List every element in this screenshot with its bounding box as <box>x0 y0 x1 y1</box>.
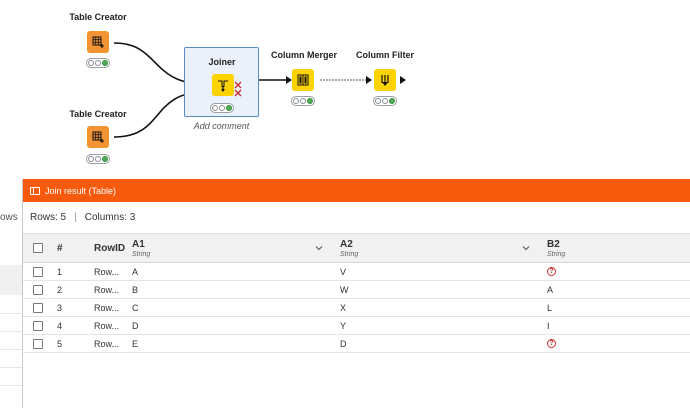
cell-rowid: Row... <box>94 302 120 313</box>
row-checkbox[interactable] <box>33 266 43 277</box>
chevron-down-icon[interactable] <box>314 243 324 253</box>
node-title-table-creator-1: Table Creator <box>69 12 127 22</box>
table-creator-icon[interactable] <box>87 126 109 148</box>
table-info-bar: Rows: 5 | Columns: 3 <box>23 202 690 233</box>
cell-rowid: Row... <box>94 338 120 349</box>
cell-index: 1 <box>57 266 63 277</box>
cell-a2: X <box>340 302 347 313</box>
node-status-joiner <box>210 103 234 113</box>
cell-index: 2 <box>57 284 63 295</box>
cell-a2: D <box>340 338 347 349</box>
table-row[interactable]: 4 Row... D Y I <box>23 317 690 335</box>
window-title: Join result (Table) <box>45 185 117 196</box>
window-titlebar[interactable]: Join result (Table) <box>23 179 690 202</box>
table-creator-icon[interactable] <box>87 31 109 53</box>
rows-count: Rows: 5 <box>30 212 67 223</box>
node-title-column-filter: Column Filter <box>356 50 414 60</box>
info-separator: | <box>74 212 77 223</box>
cell-a1: D <box>132 320 139 331</box>
cell-b2: I <box>547 320 550 331</box>
node-status-column-merger <box>291 96 315 106</box>
header-column-a1[interactable]: A1 String <box>132 238 151 258</box>
joiner-inactive-port-icon <box>234 81 242 97</box>
data-table: # RowID A1 String A2 String B 2 <box>23 233 690 353</box>
cell-rowid: Row... <box>94 320 120 331</box>
cell-a1: B <box>132 284 139 295</box>
workflow-connections <box>113 42 406 138</box>
table-window-icon <box>30 186 40 195</box>
chevron-down-icon[interactable] <box>521 243 531 253</box>
header-rowid[interactable]: RowID <box>94 242 126 254</box>
joiner-icon[interactable] <box>212 74 234 96</box>
background-panel-header <box>0 265 22 295</box>
row-checkbox[interactable] <box>33 338 43 349</box>
missing-value-icon: ? <box>547 339 556 348</box>
table-row[interactable]: 3 Row... C X L <box>23 299 690 317</box>
cell-a2: W <box>340 284 349 295</box>
cell-b2: L <box>547 302 553 313</box>
cell-index: 4 <box>57 320 63 331</box>
cell-rowid: Row... <box>94 284 120 295</box>
node-status-table-creator-1 <box>86 58 110 68</box>
node-status-column-filter <box>373 96 397 106</box>
column-merger-icon[interactable] <box>292 69 314 91</box>
cell-index: 5 <box>57 338 63 349</box>
row-checkbox[interactable] <box>33 302 43 313</box>
header-column-b2[interactable]: B2 String <box>547 238 566 258</box>
node-title-table-creator-2: Table Creator <box>69 109 127 119</box>
column-filter-icon[interactable] <box>374 69 396 91</box>
cell-a2: Y <box>340 320 347 331</box>
cell-b2: A <box>547 284 554 295</box>
cell-a1: C <box>132 302 139 313</box>
node-status-table-creator-2 <box>86 154 110 164</box>
columns-count: Columns: 3 <box>84 212 136 223</box>
cell-index: 3 <box>57 302 63 313</box>
cell-a2: V <box>340 266 347 277</box>
cell-a1: E <box>132 338 139 349</box>
table-row[interactable]: 2 Row... B W A <box>23 281 690 299</box>
node-title-column-merger: Column Merger <box>270 50 337 60</box>
table-row[interactable]: 5 Row... E D? <box>23 335 690 353</box>
row-checkbox[interactable] <box>33 320 43 331</box>
cell-a1: A <box>132 266 139 277</box>
select-all-checkbox[interactable] <box>33 243 43 253</box>
add-comment-label[interactable]: Add comment <box>193 121 250 131</box>
header-column-a2[interactable]: A2 String <box>340 238 359 258</box>
node-title-joiner: Joiner <box>208 57 236 67</box>
table-header-row: # RowID A1 String A2 String B2 <box>23 233 690 263</box>
row-checkbox[interactable] <box>33 284 43 295</box>
background-panel-label: ows <box>0 212 18 223</box>
missing-value-icon: ? <box>547 267 556 276</box>
join-result-window[interactable]: Join result (Table) Rows: 5 | Columns: 3… <box>22 179 690 408</box>
header-index: # <box>57 242 63 254</box>
cell-rowid: Row... <box>94 266 120 277</box>
table-row[interactable]: 1 Row... A V? <box>23 263 690 281</box>
background-panel-strip: ows <box>0 179 22 408</box>
